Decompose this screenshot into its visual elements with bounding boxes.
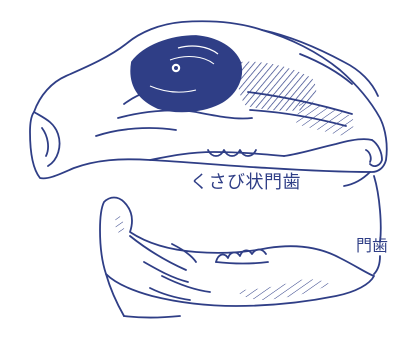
mandible-hatching — [236, 279, 330, 300]
incisor-leader — [374, 176, 381, 242]
eye-socket — [131, 36, 241, 111]
jaw-rear-hatching — [115, 214, 124, 236]
mandible-outline — [100, 198, 374, 307]
label-wedge-incisor: くさび状門歯 — [190, 174, 301, 192]
label-incisor: 門歯 — [356, 238, 388, 254]
upper-incisor — [370, 140, 382, 166]
wedge-incisor-leader — [344, 172, 370, 186]
snout-hatching — [296, 100, 354, 136]
